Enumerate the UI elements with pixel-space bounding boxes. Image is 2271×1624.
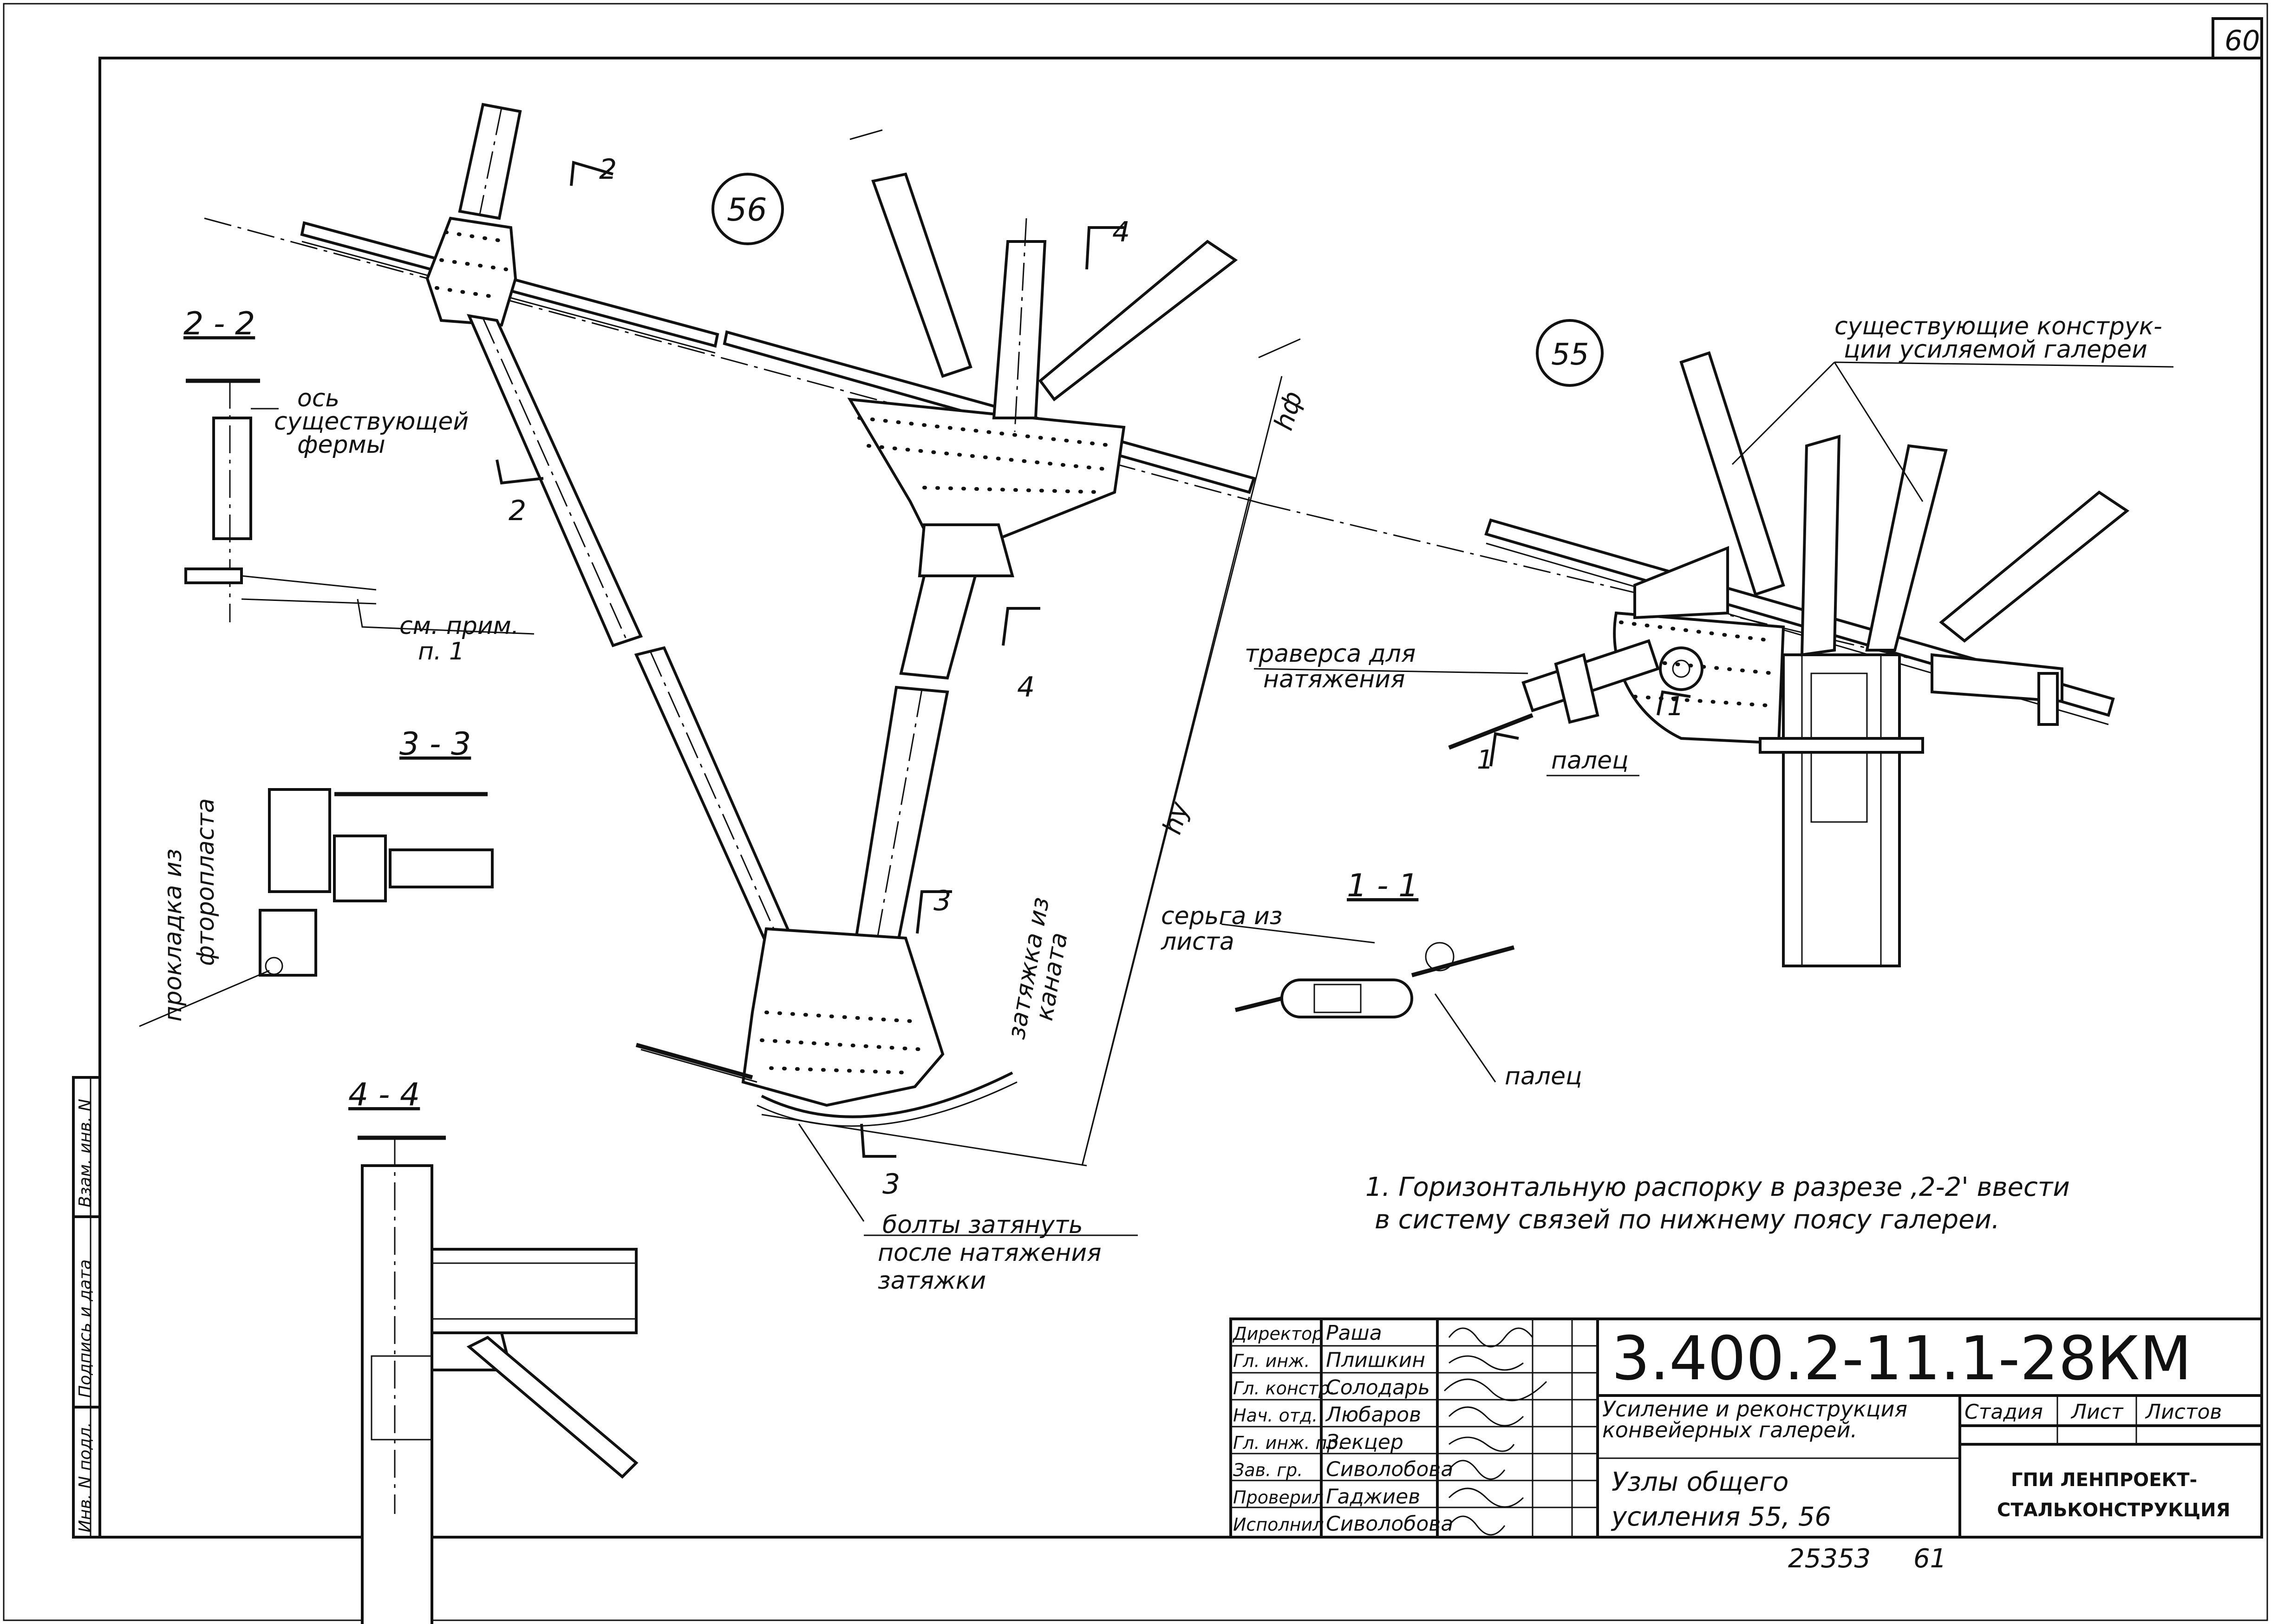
section-mark-2-top: 2 <box>599 153 617 186</box>
bottom-number-2: 61 <box>1913 1544 1946 1574</box>
section-2-2-title: 2 - 2 <box>183 306 255 342</box>
stamp-replaces-inv: Взам. инв. N <box>76 1099 95 1207</box>
stamp-inv-no-orig: Инв. N подл. <box>76 1422 95 1533</box>
node-56-label: 56 <box>727 192 767 228</box>
section-mark-3-top: 3 <box>933 885 951 917</box>
section-1-1-title: 1 - 1 <box>1347 867 1418 904</box>
dim-h-phi: hф <box>1268 388 1309 434</box>
label-earring-line2: листа <box>1161 928 1234 956</box>
sheet-header: Лист <box>2070 1400 2124 1424</box>
section-3-3-title: 3 - 3 <box>399 726 471 763</box>
sheets-header: Листов <box>2145 1400 2222 1424</box>
signature-images <box>1443 1327 1547 1536</box>
title-block <box>1229 1317 2263 1539</box>
role-label: Проверил <box>1233 1487 1324 1507</box>
node-55-bubble <box>1536 319 1604 387</box>
stage-header: Стадия <box>1964 1400 2043 1424</box>
subtitle-line1: Узлы общего <box>1612 1467 1788 1497</box>
section-4-4-title: 4 - 4 <box>348 1076 420 1113</box>
role-label: Гл. инж. <box>1233 1351 1310 1371</box>
role-name: Зекцер <box>1326 1430 1403 1454</box>
drawing-code: 3.400.2-11.1-28КМ <box>1612 1323 2192 1394</box>
section-mark-3-bottom: 3 <box>882 1168 900 1200</box>
label-earring-line1: серьга из <box>1161 902 1282 930</box>
label-gasket-line2: фторопласта <box>192 798 220 966</box>
side-stamp <box>72 1076 101 1539</box>
role-name: Любаров <box>1325 1403 1421 1427</box>
section-mark-4-bottom: 4 <box>1017 671 1035 704</box>
role-name: Раша <box>1326 1321 1382 1345</box>
label-see-note-line2: п. 1 <box>418 638 464 665</box>
node-56-drawing <box>204 103 1301 1167</box>
label-axis-line2: существующей <box>274 408 469 436</box>
section-4-4-drawing <box>358 1135 639 1624</box>
role-name: Солодарь <box>1326 1376 1430 1399</box>
section-1-1-drawing <box>1221 923 1515 1083</box>
org-line2: СТАЛЬКОНСТРУКЦИЯ <box>1997 1500 2230 1521</box>
label-gasket-line1: прокладка из <box>159 848 187 1022</box>
section-marks-56 <box>496 161 1124 1158</box>
leader-traverse <box>1253 668 1528 674</box>
sheet-number: 60 <box>2225 25 2260 57</box>
label-traverse-line1: траверса для <box>1245 640 1416 668</box>
sheet-frame <box>3 3 2268 1621</box>
label-bolts-line2: после натяжения <box>878 1239 1102 1267</box>
org-line1: ГПИ ЛЕНПРОЕКТ- <box>2011 1469 2197 1491</box>
bottom-number-1: 25353 <box>1788 1544 1871 1574</box>
node-55-drawing <box>1263 351 2174 967</box>
section-2-2-drawing <box>184 378 535 635</box>
label-axis-line3: фермы <box>297 431 385 459</box>
role-label: Директор <box>1232 1324 1323 1344</box>
leader-bolts <box>798 1123 865 1222</box>
section-mark-1-left: 1 <box>1477 745 1494 775</box>
section-mark-1-right: 1 <box>1667 691 1684 722</box>
title-line1: Усиление и реконструкция <box>1602 1396 1907 1422</box>
role-name: Сиволобова <box>1326 1512 1453 1536</box>
section-marks-55 <box>1489 690 1691 767</box>
dim-h-y: hу <box>1157 798 1195 838</box>
section-mark-2-bottom: 2 <box>509 495 526 527</box>
label-existing-line1: существующие конструк- <box>1834 313 2162 340</box>
section-3-3-drawing <box>139 788 494 1027</box>
note-line2: в систему связей по нижнему поясу галере… <box>1375 1205 2000 1235</box>
label-pin-bottom: палец <box>1505 1063 1582 1090</box>
label-pin-top: палец <box>1551 747 1629 775</box>
note-line1: 1. Горизонтальную распорку в разрезе ,2-… <box>1365 1172 2070 1202</box>
role-label: Нач. отд. <box>1233 1405 1318 1426</box>
role-label: Исполнил <box>1233 1514 1324 1535</box>
title-line2: конвейерных галерей. <box>1602 1417 1857 1442</box>
label-see-note-line1: см. прим. <box>399 612 519 640</box>
label-existing-line2: ции усиляемой галереи <box>1844 336 2147 364</box>
role-label: Зав. гр. <box>1233 1460 1303 1481</box>
label-axis-line1: ось <box>297 385 339 412</box>
role-name: Плишкин <box>1326 1349 1425 1372</box>
node-56-bubble <box>711 173 784 245</box>
role-label: Гл. констр. <box>1233 1378 1335 1398</box>
node-55-label: 55 <box>1551 338 1589 372</box>
role-name: Сиволобова <box>1326 1458 1453 1481</box>
section-mark-4-top: 4 <box>1112 216 1130 248</box>
label-bolts-line3: затяжки <box>878 1267 986 1295</box>
subtitle-line2: усиления 55, 56 <box>1611 1502 1831 1532</box>
role-label: Гл. инж. пр. <box>1233 1433 1344 1453</box>
label-bolts-line1: болты затянуть <box>882 1211 1083 1239</box>
stamp-signature-date: Подпись и дата <box>76 1259 95 1398</box>
role-name: Гаджиев <box>1326 1485 1420 1508</box>
